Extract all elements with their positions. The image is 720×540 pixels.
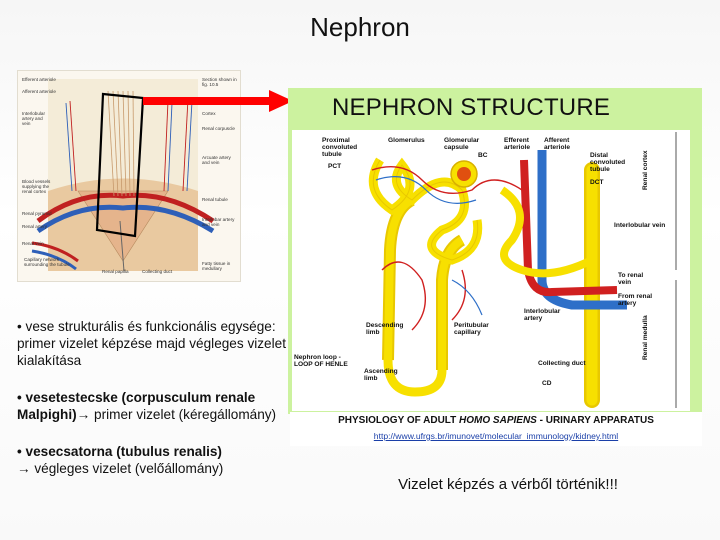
label-nephron-loop: Nephron loop - LOOP OF HENLE xyxy=(294,354,354,368)
label-interlobular-artery: Interlobular artery xyxy=(524,308,576,322)
kidney-label-renal-pyramid: Renal pyramid xyxy=(22,211,56,216)
label-ascending: Ascending limb xyxy=(364,368,404,382)
kidney-label-blood-vessels: Blood vessels supplying the renal cortex xyxy=(22,179,56,194)
kidney-label-fatty-tissue: Fatty tissue in medullary xyxy=(202,261,238,271)
label-bc: BC xyxy=(478,152,488,159)
nephron-diagram: Proximal convoluted tubule PCT Glomerulu… xyxy=(292,130,690,411)
label-efferent: Efferent arteriole xyxy=(504,137,542,151)
label-to-renal-vein: To renal vein xyxy=(618,272,658,286)
bullet-item: • vesetestecske (corpusculum renale Malp… xyxy=(17,389,289,423)
label-interlobular-vein: Interlobular vein xyxy=(614,222,666,229)
label-cd: CD xyxy=(542,380,552,387)
kidney-label-renal-vein: Renal vein xyxy=(22,241,56,246)
bullet-list: • vese strukturális és funkcionális egys… xyxy=(17,318,289,497)
label-pct-name: Proximal convoluted tubule xyxy=(322,137,374,158)
source-caption: PHYSIOLOGY OF ADULT HOMO SAPIENS - URINA… xyxy=(290,412,702,446)
bullet-item: • vesecsatorna (tubulus renalis) → végleg… xyxy=(17,443,289,477)
caption-text: PHYSIOLOGY OF ADULT HOMO SAPIENS - URINA… xyxy=(290,415,702,426)
bullet-rest: → primer vizelet (kéregállomány) xyxy=(77,407,276,422)
kidney-label-section: Section shown in fig. 10.5 xyxy=(202,77,238,87)
label-glomerulus: Glomerulus xyxy=(388,137,425,144)
label-afferent: Afferent arteriole xyxy=(544,137,584,151)
highlight-arrow xyxy=(95,90,295,240)
caption-prefix: PHYSIOLOGY OF ADULT xyxy=(338,415,459,426)
kidney-label-capillary: Capillary network surrounding the tubule xyxy=(24,257,78,267)
label-renal-cortex: Renal cortex xyxy=(642,150,649,190)
kidney-label-interlobular: Interlobular artery and vein xyxy=(22,111,52,126)
label-pct-abbr: PCT xyxy=(328,163,341,170)
bullet-bold: • vesecsatorna (tubulus renalis) xyxy=(17,444,222,459)
bullet-rest: → végleges vizelet (velőállomány) xyxy=(17,461,223,476)
caption-suffix: - URINARY APPARATUS xyxy=(537,415,654,426)
nephron-structure-panel: NEPHRON STRUCTURE xyxy=(288,88,702,414)
kidney-label-renal-papilla: Renal papilla xyxy=(102,269,136,274)
kidney-label-renal-artery: Renal artery xyxy=(22,224,56,229)
label-dct-abbr: DCT xyxy=(590,179,604,186)
label-collecting-duct: Collecting duct xyxy=(538,360,586,367)
label-dct-name: Distal convoluted tubule xyxy=(590,152,638,173)
source-link[interactable]: http://www.ufrgs.br/imunovet/molecular_i… xyxy=(290,431,702,441)
bottom-note: Vizelet képzés a vérből történik!!! xyxy=(328,476,688,493)
kidney-label-afferent: Afferent arteriole xyxy=(22,89,56,94)
panel-title: NEPHRON STRUCTURE xyxy=(332,94,610,122)
caption-species: HOMO SAPIENS xyxy=(459,415,537,426)
label-from-renal-artery: From renal artery xyxy=(618,293,658,307)
bullet-item: • vese strukturális és funkcionális egys… xyxy=(17,318,289,369)
slide-title: Nephron xyxy=(0,12,720,43)
label-descending: Descending limb xyxy=(366,322,406,336)
label-peritubular: Peritubular capillary xyxy=(454,322,502,336)
kidney-label-collecting-duct: Collecting duct xyxy=(142,269,186,274)
label-glomerular-capsule: Glomerular capsule xyxy=(444,137,492,151)
label-renal-medulla: Renal medulla xyxy=(642,315,649,360)
kidney-label-efferent: Efferent arteriole xyxy=(22,77,62,82)
